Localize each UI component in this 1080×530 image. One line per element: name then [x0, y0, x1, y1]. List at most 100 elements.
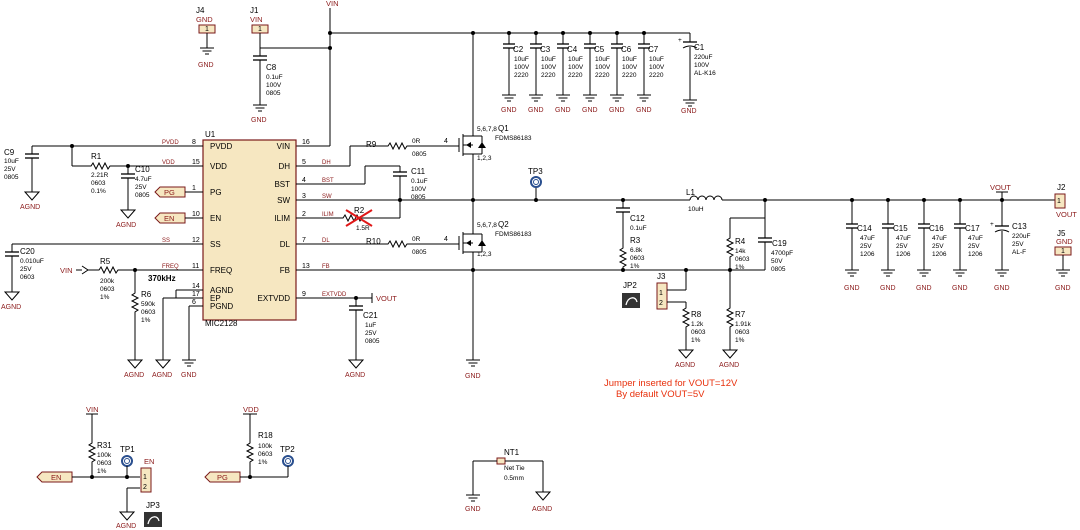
ic-pin-name: FREQ [210, 266, 232, 275]
svg-text:1%: 1% [735, 264, 745, 271]
gnd-label: GND [880, 285, 896, 292]
svg-text:0603: 0603 [735, 256, 750, 263]
ic-pin-name: VIN [277, 142, 291, 151]
svg-text:1,2,3: 1,2,3 [477, 155, 492, 162]
svg-text:25V: 25V [135, 184, 147, 191]
cap-size: 2220 [622, 72, 637, 79]
svg-text:1.91k: 1.91k [735, 321, 752, 328]
svg-text:25V: 25V [1012, 241, 1024, 248]
cap-ref: C15 [893, 224, 908, 233]
cap-value: 47uF [968, 235, 983, 242]
svg-text:5,6,7,8: 5,6,7,8 [477, 222, 497, 229]
en-pullup: VIN R31 100k 0603 1% EN TP1 EN 1 2 AGND … [36, 405, 162, 530]
svg-text:AL-F: AL-F [1012, 249, 1026, 256]
vin-rail: VIN [259, 0, 690, 147]
svg-text:TP2: TP2 [280, 445, 295, 454]
svg-text:GND: GND [251, 117, 267, 124]
net-label: SS [162, 238, 170, 244]
net-tie-nt1: NT1 Net Tie 0.5mm GND AGND [465, 448, 552, 513]
cap-size: 1206 [968, 251, 983, 258]
svg-text:R10: R10 [366, 237, 381, 246]
ic-pin-name: SW [277, 196, 290, 205]
high-side-driver: R9 0R 0805 4 [296, 138, 459, 167]
svg-text:370kHz: 370kHz [148, 274, 176, 283]
svg-text:2: 2 [659, 300, 663, 307]
svg-text:1.5R: 1.5R [356, 225, 370, 232]
svg-text:1%: 1% [100, 294, 110, 301]
svg-text:AGND: AGND [345, 372, 365, 379]
cap-size: 2220 [514, 72, 529, 79]
freq-network: VIN R5 200k 0603 1% 370kHz AGND R6 590k … [60, 257, 203, 379]
svg-text:By default VOUT=5V: By default VOUT=5V [616, 389, 705, 400]
svg-text:PG: PG [164, 188, 175, 197]
svg-text:AL-K16: AL-K16 [694, 70, 716, 77]
ic-pin-number: 16 [302, 139, 310, 146]
svg-text:GND: GND [994, 285, 1010, 292]
svg-text:1%: 1% [97, 468, 107, 475]
svg-text:4: 4 [444, 236, 448, 243]
ic-pin-name: SS [210, 240, 221, 249]
ss-network: AGND C20 0.010uF 25V 0603 [1, 243, 203, 311]
svg-text:R1: R1 [91, 152, 102, 161]
svg-text:14k: 14k [735, 248, 746, 255]
svg-text:10uH: 10uH [688, 206, 704, 213]
svg-text:EN: EN [144, 457, 154, 466]
svg-text:TP1: TP1 [120, 445, 135, 454]
svg-text:JP2: JP2 [623, 281, 637, 290]
ic-pin-name: ILIM [274, 214, 290, 223]
svg-text:AGND: AGND [152, 372, 172, 379]
cap-size: 1206 [932, 251, 947, 258]
svg-text:1: 1 [1061, 248, 1065, 255]
svg-text:JP3: JP3 [146, 501, 160, 510]
pg-pullup: VDD R18 100k 0603 1% PG TP2 [204, 405, 295, 483]
net-label: EXTVDD [322, 292, 347, 298]
gnd-label: GND [636, 107, 652, 114]
svg-text:J1: J1 [250, 6, 259, 15]
gnd-label: GND [528, 107, 544, 114]
svg-text:0603: 0603 [97, 460, 112, 467]
svg-text:VDD: VDD [243, 405, 259, 414]
net-label: SW [322, 194, 332, 200]
svg-text:VOUT: VOUT [990, 183, 1011, 192]
svg-text:220uF: 220uF [1012, 233, 1030, 240]
cap-voltage: 100V [514, 64, 530, 71]
svg-text:J4: J4 [196, 6, 205, 15]
svg-text:25V: 25V [20, 266, 32, 273]
cap-voltage: 100V [595, 64, 611, 71]
cap-size: 2220 [649, 72, 664, 79]
ic-pin-number: 7 [302, 237, 306, 244]
gnd-label: GND [609, 107, 625, 114]
svg-text:PG: PG [217, 473, 228, 482]
svg-text:0603: 0603 [735, 329, 750, 336]
svg-text:0603: 0603 [20, 274, 35, 281]
svg-text:VIN: VIN [250, 15, 263, 24]
cap-ref: C14 [857, 224, 872, 233]
svg-text:+: + [678, 37, 682, 44]
svg-text:25V: 25V [4, 166, 16, 173]
svg-text:1%: 1% [735, 337, 745, 344]
svg-text:GND: GND [465, 373, 481, 380]
svg-text:4.7uF: 4.7uF [135, 176, 152, 183]
port-pg: PG [154, 186, 203, 198]
svg-text:Q1: Q1 [498, 124, 509, 133]
mosfet-q2: GND 5,6,7,8 Q2 FDMS86183 1,2,3 [458, 200, 532, 380]
ic-pin-name: VDD [210, 162, 227, 171]
svg-text:C1: C1 [694, 43, 705, 52]
svg-text:6.8k: 6.8k [630, 247, 643, 254]
svg-text:L1: L1 [686, 188, 695, 197]
svg-text:GND: GND [196, 15, 213, 24]
svg-text:MIC2128: MIC2128 [205, 319, 238, 328]
svg-text:10uF: 10uF [4, 158, 19, 165]
svg-text:0.5mm: 0.5mm [504, 475, 524, 482]
svg-text:NT1: NT1 [504, 448, 520, 457]
svg-text:GND: GND [1056, 237, 1073, 246]
cap-value: 10uF [568, 56, 583, 63]
svg-text:U1: U1 [205, 130, 216, 139]
ic-pin-number: 15 [192, 159, 200, 166]
svg-text:AGND: AGND [20, 204, 40, 211]
ic-pin-name: FB [280, 266, 290, 275]
cap-value: 10uF [595, 56, 610, 63]
cap-voltage: 100V [568, 64, 584, 71]
